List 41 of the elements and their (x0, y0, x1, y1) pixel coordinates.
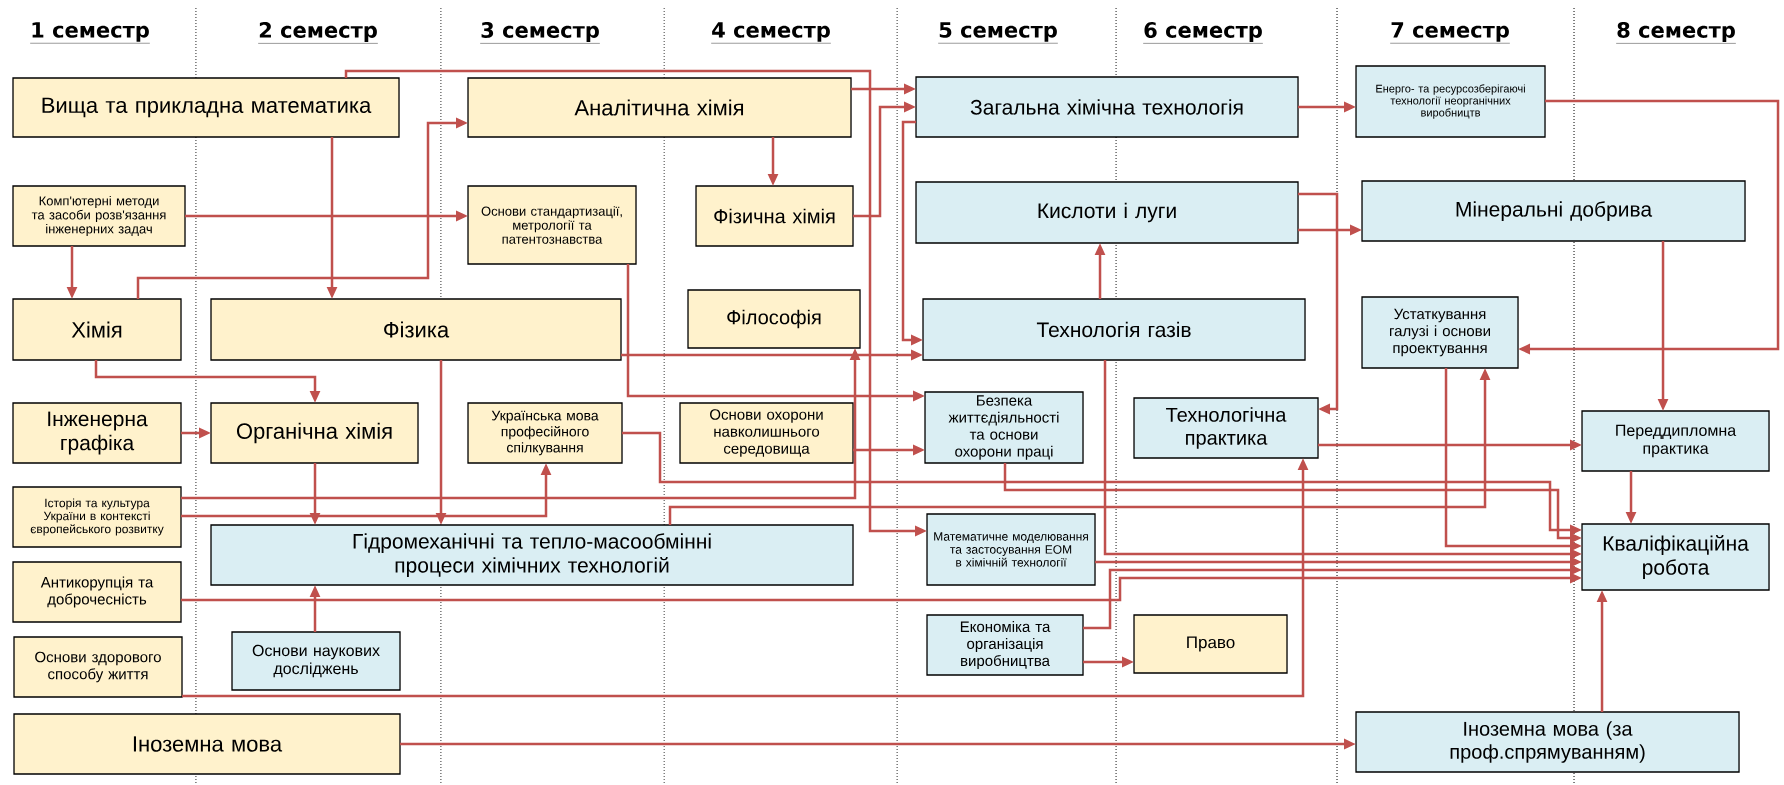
semester-heading: 4 семестр (710, 22, 832, 44)
course-box: Іноземна мова (за проф.спрямуванням) (1355, 711, 1740, 773)
semester-heading: 1 семестр (29, 22, 151, 44)
arrow (1298, 192, 1339, 415)
course-box: Аналітична хімія (467, 77, 852, 138)
course-box: Вища та прикладна математика (12, 77, 400, 138)
semester-heading: 3 семестр (479, 22, 601, 44)
course-box: Право (1133, 614, 1288, 674)
semester-heading: 5 семестр (937, 22, 1059, 44)
course-box: Енерго- та ресурсозберігаючі технології неорганічних виробництв (1355, 65, 1546, 138)
course-box: Технологія газів (922, 298, 1306, 361)
course-box: Філософія (687, 289, 861, 349)
course-box: Технологічна практика (1133, 397, 1319, 459)
semester-heading: 2 семестр (257, 22, 379, 44)
course-box: Органічна хімія (210, 402, 419, 464)
course-box: Фізична хімія (695, 185, 854, 247)
semester-heading: 7 семестр (1390, 22, 1511, 44)
course-box: Переддипломна практика (1581, 410, 1770, 472)
course-box: Кваліфікаційна робота (1581, 523, 1770, 591)
semester-heading: 8 семестр (1616, 22, 1737, 44)
course-box: Комп'ютерні методи та засоби розв'язання інженерних задач (12, 185, 186, 247)
course-box: Антикорупція та доброчесність (12, 561, 182, 623)
course-box: Безпека життєдіяльності та основи охорони праці (924, 391, 1084, 464)
course-box: Іноземна мова (13, 713, 401, 775)
course-box: Основи наукових досліджень (231, 631, 401, 691)
course-box: Основи охорони навколишнього середовища (679, 402, 854, 464)
course-box: Кислоти і луги (915, 181, 1299, 244)
course-box: Загальна хімічна технологія (915, 76, 1299, 138)
course-box: Математичне моделювання та застосування ЕОМ в хімічній технології (926, 513, 1096, 586)
course-box: Основи стандартизації, метрології та патентознавства (467, 185, 637, 265)
course-box: Українська мова професійного спілкування (467, 402, 623, 464)
course-box: Основи здорового способу життя (13, 636, 183, 698)
course-box: Інженерна графіка (12, 402, 182, 464)
course-box: Мінеральні добрива (1361, 180, 1746, 242)
course-box: Хімія (12, 298, 182, 361)
course-box: Історія та культура України в контексті європейського розвитку (12, 486, 182, 548)
course-box: Фізика (210, 298, 622, 361)
course-box: Економіка та організація виробництва (926, 614, 1084, 676)
semester-heading: 6 семестр (1143, 22, 1264, 44)
course-box: Устаткування галузі і основи проектування (1361, 296, 1519, 369)
course-box: Гідромеханічні та тепло-масообмінні процеси хімічних технологій (210, 524, 854, 586)
